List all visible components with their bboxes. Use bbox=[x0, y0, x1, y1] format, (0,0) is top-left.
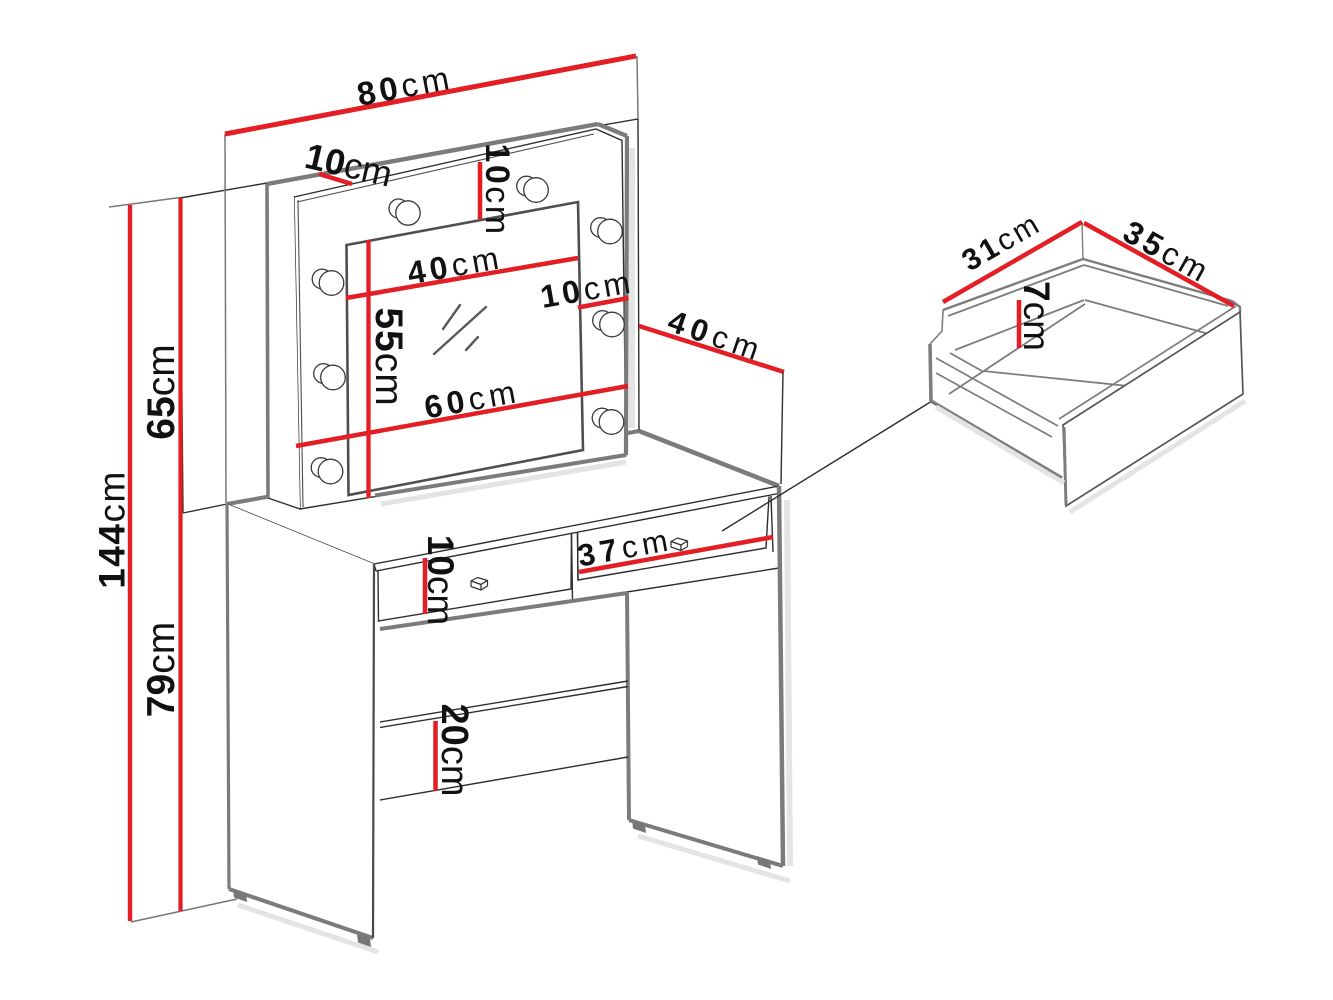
svg-text:55cm: 55cm bbox=[367, 307, 410, 406]
svg-text:20cm: 20cm bbox=[433, 704, 475, 797]
svg-text:7cm: 7cm bbox=[1016, 281, 1057, 351]
svg-text:144cm: 144cm bbox=[92, 470, 133, 589]
svg-text:65cm: 65cm bbox=[140, 344, 183, 439]
svg-text:37cm: 37cm bbox=[575, 522, 676, 574]
svg-text:10cm: 10cm bbox=[420, 535, 461, 625]
svg-text:10cm: 10cm bbox=[538, 263, 637, 315]
svg-text:10cm: 10cm bbox=[478, 143, 516, 236]
svg-text:40cm: 40cm bbox=[405, 239, 506, 291]
svg-text:79cm: 79cm bbox=[140, 622, 183, 717]
